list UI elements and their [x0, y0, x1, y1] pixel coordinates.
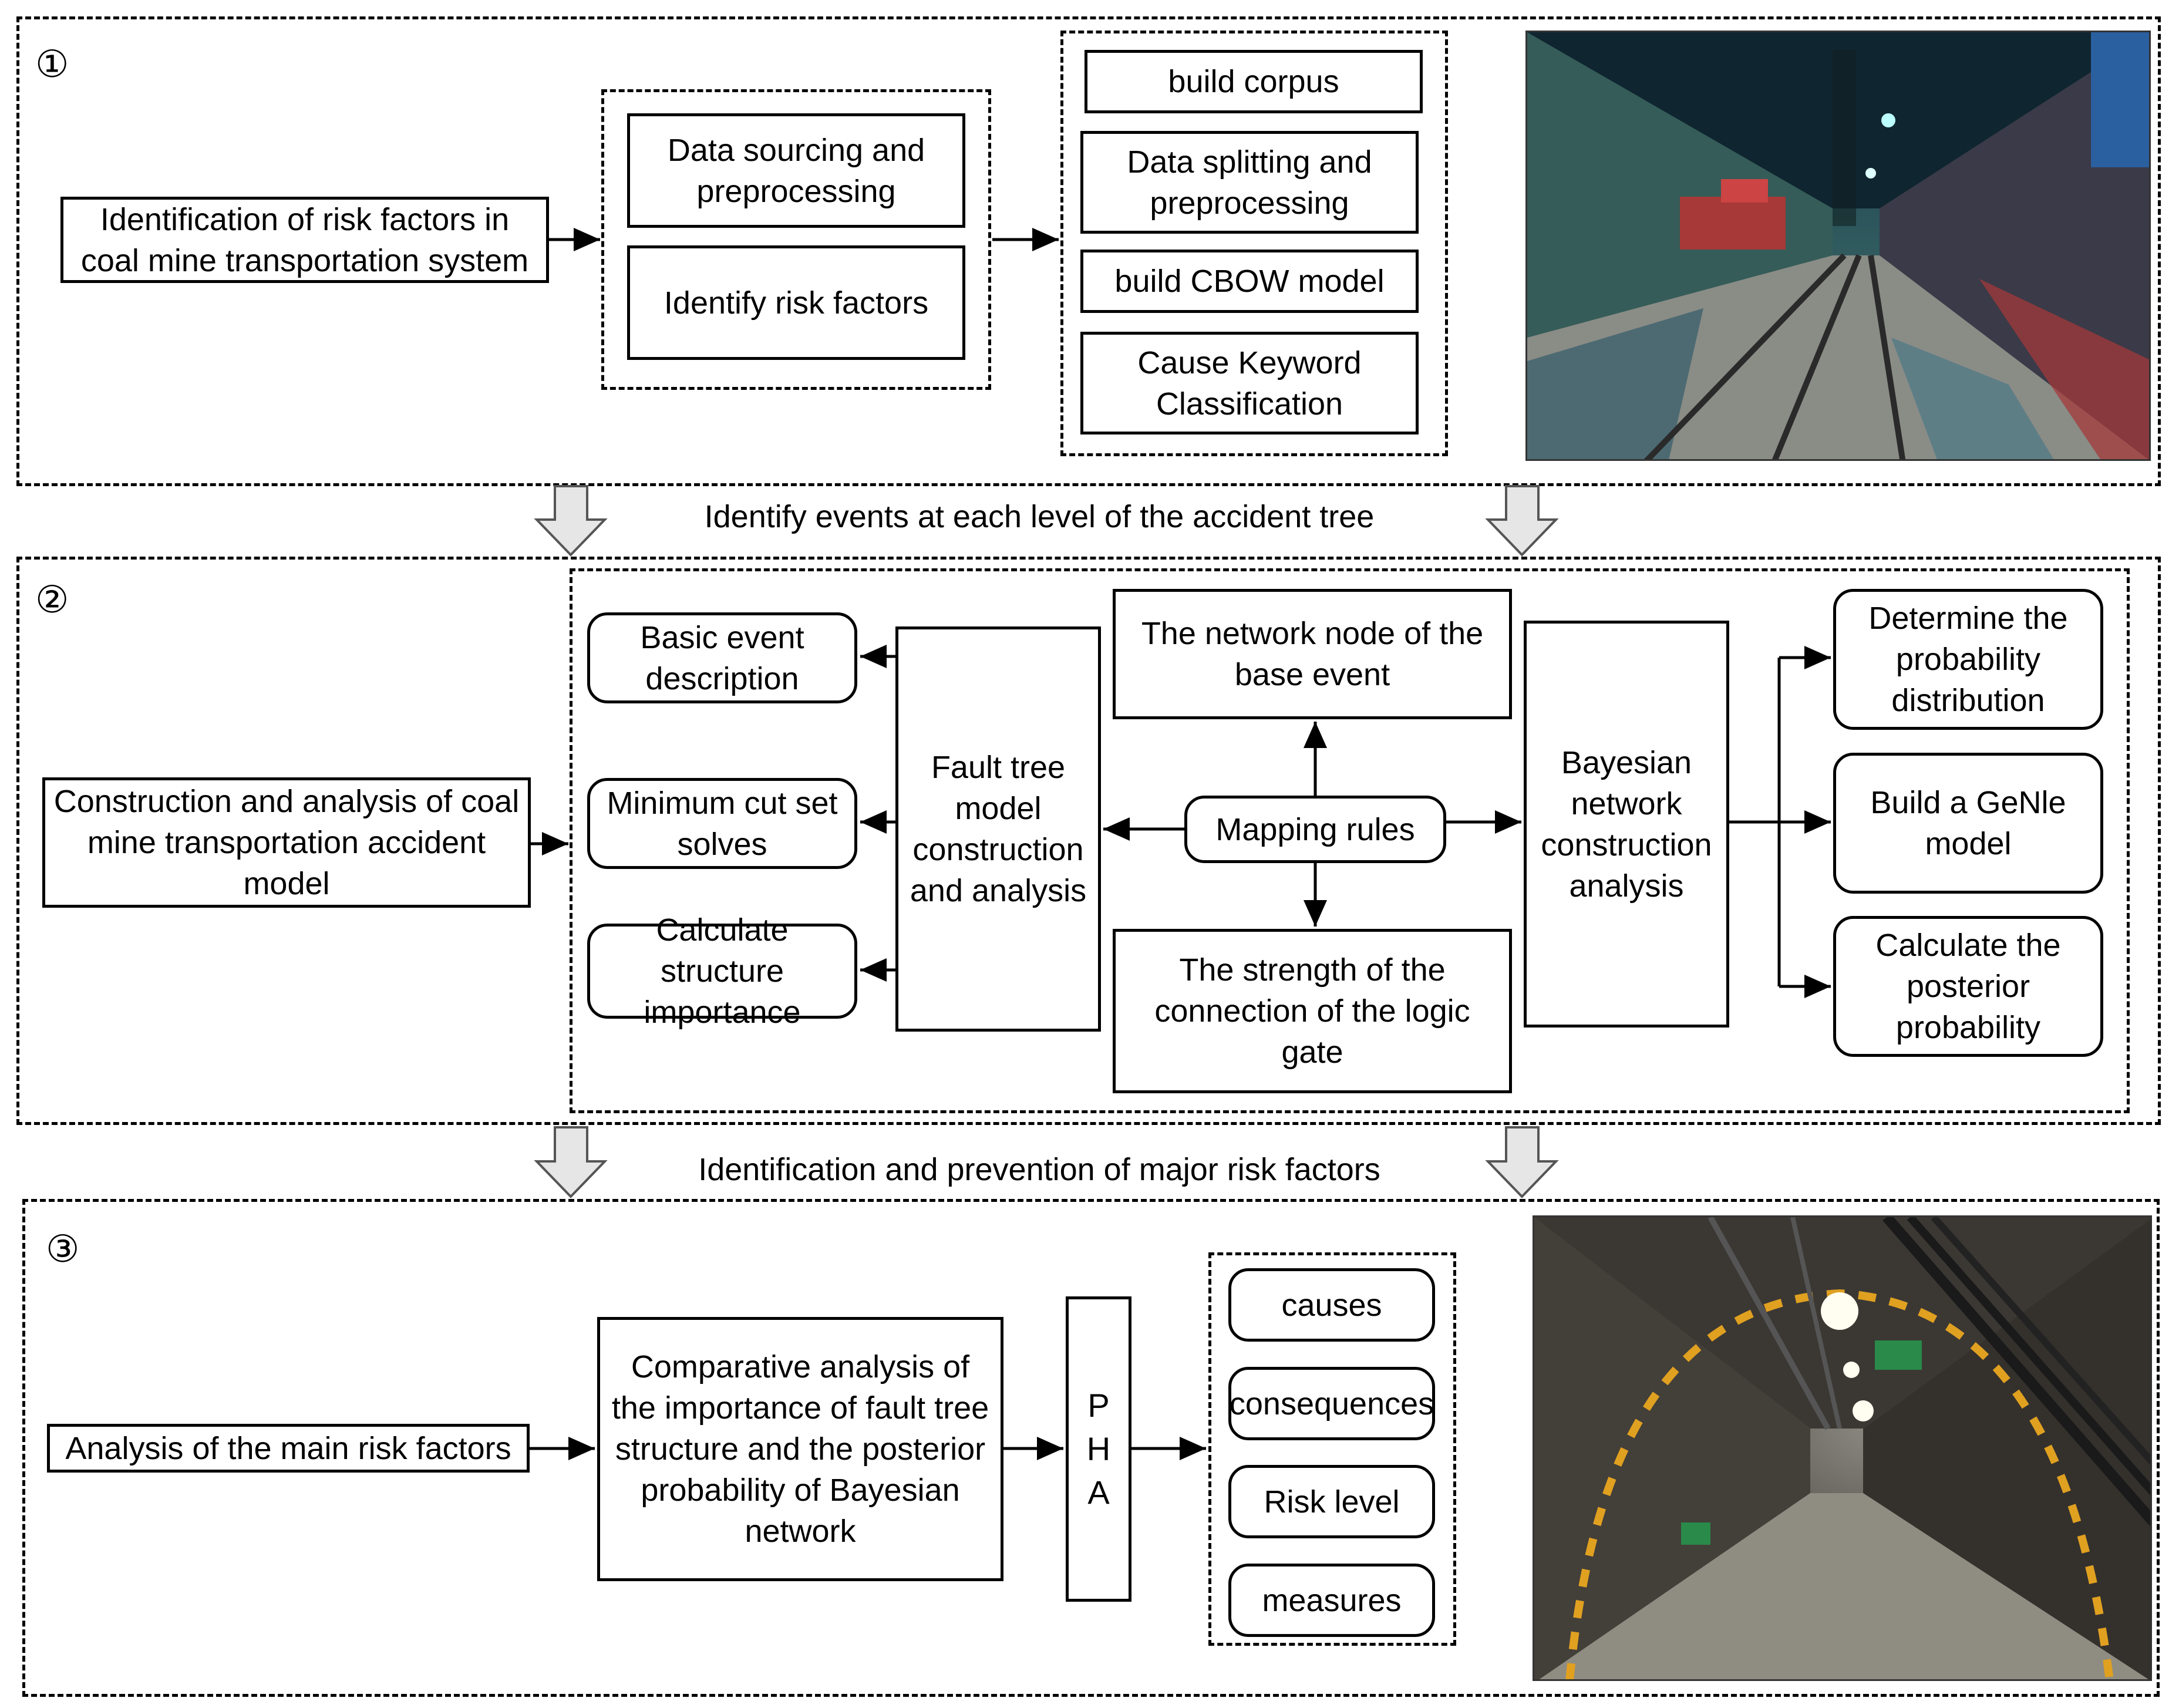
consequences-box: consequences [1228, 1367, 1435, 1440]
pha-letter-h: H [1086, 1430, 1111, 1467]
risk-level-box: Risk level [1228, 1465, 1435, 1538]
data-splitting-box: Data splitting and preprocessing [1080, 131, 1419, 234]
flow-arrow-right-1 [1485, 485, 1559, 557]
data-sourcing-box: Data sourcing and preprocessing [627, 113, 965, 228]
probability-distribution-box: Determine the probability distribution [1833, 589, 2103, 730]
pha-output-group [1208, 1252, 1456, 1646]
pha-box: P H A [1066, 1296, 1131, 1602]
identify-risk-factors-box: Identify risk factors [627, 245, 965, 360]
mine-tunnel-photo-2 [1533, 1215, 2152, 1681]
section-3-panel [22, 1199, 2160, 1697]
mapping-rules-box: Mapping rules [1184, 796, 1446, 863]
measures-box: measures [1228, 1564, 1435, 1637]
pha-letter-p: P [1087, 1387, 1110, 1424]
build-corpus-box: build corpus [1085, 50, 1423, 113]
data-sourcing-group [601, 89, 991, 390]
network-node-box: The network node of the base event [1113, 589, 1512, 719]
section-2-panel [16, 557, 2161, 1125]
posterior-probability-box: Calculate the posterior probability [1833, 916, 2103, 1057]
flow-arrow-left-1 [534, 485, 608, 557]
comparative-analysis-box: Comparative analysis of the importance o… [597, 1317, 1003, 1581]
caption-identify-events: Identify events at each level of the acc… [704, 499, 1375, 534]
build-cbow-box: build CBOW model [1080, 250, 1419, 313]
section-1-panel [16, 16, 2161, 486]
cause-keyword-box: Cause Keyword Classification [1080, 332, 1419, 434]
caption-identification-prevention: Identification and prevention of major r… [698, 1152, 1380, 1187]
pha-letter-a: A [1087, 1474, 1110, 1511]
section-1-marker: ① [35, 43, 69, 86]
section-3-marker: ③ [46, 1228, 80, 1271]
causes-box: causes [1228, 1268, 1435, 1342]
risk-identification-box: Identification of risk factors in coal m… [60, 197, 549, 283]
minimum-cut-set-box: Minimum cut set solves [587, 778, 857, 869]
mine-roadway-illustration [1534, 1217, 2150, 1679]
construction-analysis-box: Construction and analysis of coal mine t… [42, 777, 531, 908]
mine-tunnel-rails-illustration [1527, 32, 2149, 459]
bayesian-network-box: Bayesian network construction analysis [1524, 621, 1729, 1028]
flow-arrow-right-2 [1485, 1126, 1559, 1198]
fault-tree-box: Fault tree model construction and analys… [895, 626, 1101, 1032]
section-2-marker: ② [35, 578, 69, 622]
logic-gate-box: The strength of the connection of the lo… [1113, 929, 1512, 1093]
mine-tunnel-photo-1 [1525, 31, 2151, 461]
flow-arrow-left-2 [534, 1126, 608, 1198]
text-processing-group [1060, 31, 1448, 456]
basic-event-description-box: Basic event description [587, 612, 857, 703]
genle-model-box: Build a GeNle model [1833, 753, 2103, 894]
model-group [570, 568, 2130, 1113]
main-risk-factors-box: Analysis of the main risk factors [47, 1424, 530, 1473]
